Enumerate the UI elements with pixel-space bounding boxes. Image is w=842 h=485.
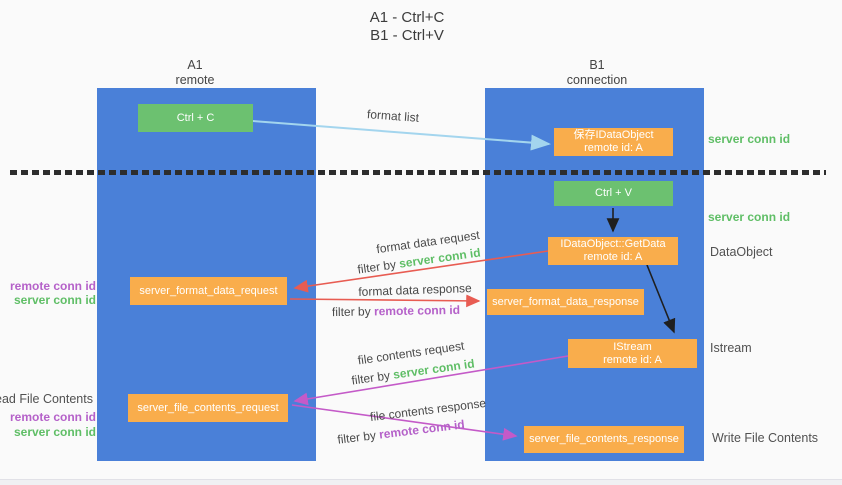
istream-annotation: Istream (710, 341, 752, 355)
lifeline-a1-name: A1 (187, 58, 203, 72)
format-list-label: format list (366, 107, 420, 125)
format-data-response-label: format data response (358, 281, 472, 299)
write-file-contents-annotation: Write File Contents (712, 431, 819, 445)
remote-conn-id-text: remote conn id (373, 302, 461, 319)
lifeline-header-a1: A1 remote (135, 58, 255, 88)
remote-conn-id-annotation-file: remote conn id (9, 410, 96, 424)
ctrl-c-label: Ctrl + C (176, 111, 215, 124)
file-request-box: server_file_contents_request (128, 394, 288, 422)
remote-conn-id-annotation-format: remote conn id (9, 279, 96, 293)
server-conn-id-annotation-file: server conn id (13, 425, 96, 439)
machine-boundary-dotted-line (10, 170, 826, 175)
title-line-b1: B1 - Ctrl+V (370, 26, 444, 44)
getdata-box: IDataObject::GetData remote id: A (548, 237, 678, 265)
istream-line1: IStream (613, 340, 652, 353)
server-conn-id-annotation-format: server conn id (13, 293, 96, 307)
filter-by-remote-conn-id-label-2: filter by remote conn id (337, 417, 466, 447)
server-conn-id-annotation-mid: server conn id (708, 210, 791, 224)
save-dataobject-line2: remote id: A (584, 142, 643, 154)
ctrl-c-box: Ctrl + C (138, 104, 253, 132)
getdata-line1: IDataObject::GetData (560, 238, 666, 250)
format-data-response-arrow (289, 294, 481, 308)
dataobject-annotation: DataObject (710, 245, 773, 259)
format-response-box: server_format_data_response (487, 289, 644, 315)
istream-box: IStream remote id: A (568, 339, 697, 368)
filter-by-remote-conn-id-label-1: filter by remote conn id (332, 303, 460, 319)
file-response-label: server_file_contents_response (529, 433, 679, 445)
title-line-a1: A1 - Ctrl+C (369, 9, 445, 26)
format-request-box: server_format_data_request (130, 277, 287, 305)
format-response-label: server_format_data_response (492, 295, 639, 308)
lifeline-a1-role: remote (175, 73, 215, 87)
ctrl-v-box: Ctrl + V (554, 181, 673, 206)
save-dataobject-box: 保存IDataObject remote id: A (554, 128, 673, 156)
save-dataobject-line1: 保存IDataObject (573, 129, 654, 141)
diagram-title: A1 - Ctrl+C B1 - Ctrl+V (307, 9, 507, 44)
filter-by-text: filter by (350, 368, 391, 388)
file-response-box: server_file_contents_response (524, 426, 684, 453)
filter-by-text: filter by (336, 428, 377, 447)
canvas-bottom-edge (0, 479, 842, 485)
read-file-contents-annotation: Read File Contents (0, 392, 93, 406)
lifeline-b1-role: connection (566, 73, 628, 87)
istream-line2: remote id: A (603, 353, 662, 366)
file-contents-response-label: file contents response (369, 395, 487, 425)
lifeline-header-b1: B1 connection (537, 58, 657, 88)
lifeline-b1-name: B1 (589, 58, 605, 72)
filter-by-text: filter by (331, 304, 371, 320)
ctrl-v-label: Ctrl + V (595, 187, 632, 199)
format-request-label: server_format_data_request (139, 284, 278, 297)
file-request-label: server_file_contents_request (137, 401, 279, 414)
server-conn-id-annotation-top: server conn id (708, 132, 791, 146)
filter-by-text: filter by (356, 257, 397, 277)
getdata-line2: remote id: A (583, 251, 643, 263)
